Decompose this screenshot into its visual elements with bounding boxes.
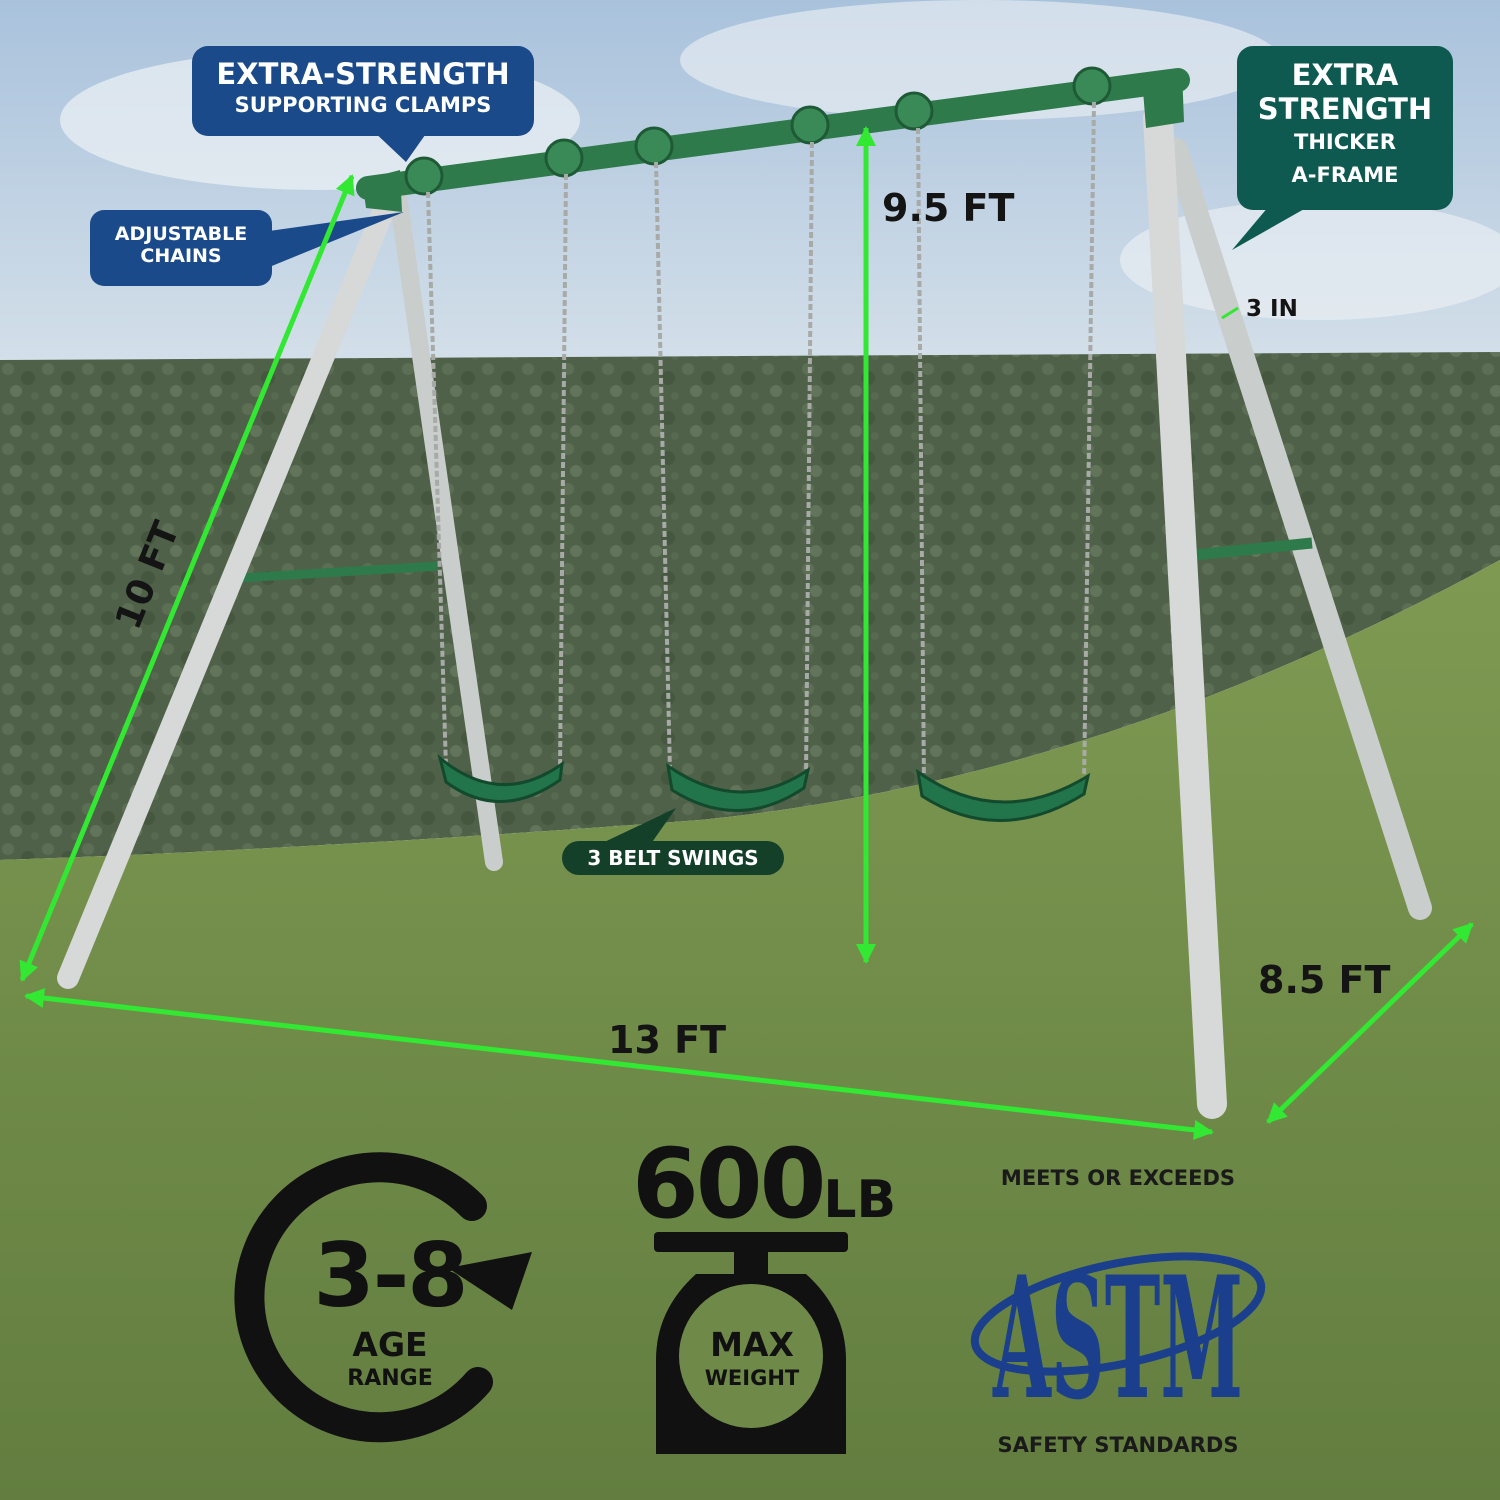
scale-icon: [654, 1232, 848, 1454]
depth-label: 8.5 FT: [1258, 958, 1391, 1002]
astm-bottom-text: SAFETY STANDARDS: [997, 1433, 1239, 1457]
back-left-leg: [389, 187, 503, 871]
astm-ring: [970, 1252, 1266, 1376]
width-arrow: [24, 988, 1214, 1140]
belt-swing-seat: [915, 768, 1091, 822]
astm-top-text: MEETS OR EXCEEDS: [1000, 1166, 1236, 1190]
weight-sub-label: WEIGHT: [704, 1366, 800, 1390]
age-sub-label: RANGE: [347, 1366, 433, 1391]
circular-arrow-icon: [234, 1152, 532, 1443]
astm-logo: ASTM: [992, 1239, 1243, 1432]
clamps-callout-line2: SUPPORTING CLAMPS: [234, 93, 492, 118]
aframe-callout-line3: THICKER: [1294, 130, 1396, 155]
aframe-callout-line4: A-FRAME: [1291, 162, 1399, 187]
age-range-value: 3-8: [313, 1224, 469, 1327]
right-brace: [1183, 537, 1313, 562]
hedge-wall: [0, 352, 1500, 860]
weight-unit: LB: [823, 1170, 897, 1230]
dimension-arrows: [19, 126, 1474, 1140]
chains-callout: ADJUSTABLE CHAINS: [90, 210, 272, 286]
weight-label: MAX: [710, 1325, 794, 1364]
max-weight-value: 600LB: [632, 1128, 896, 1240]
front-right-leg: [1143, 103, 1227, 1119]
chains-callout-line2: CHAINS: [140, 244, 222, 267]
age-label: AGE: [352, 1325, 428, 1364]
right-bracket: [1142, 70, 1184, 128]
astm-logo-text: ASTM: [992, 1239, 1243, 1432]
top-bar: [356, 68, 1190, 200]
width-label: 13 FT: [608, 1018, 726, 1062]
belt-swing-seat: [437, 753, 564, 803]
belts-callout-pointer: [596, 808, 676, 848]
swing-chains: [426, 101, 1096, 785]
aframe-callout-pointer: [1232, 200, 1320, 250]
clamps-callout-pointer: [370, 128, 430, 162]
weight-number: 600: [632, 1128, 826, 1240]
belts-callout: 3 BELT SWINGS: [562, 841, 784, 875]
tube-diameter-label: 3 IN: [1246, 296, 1298, 322]
chains-callout-line1: ADJUSTABLE: [114, 223, 248, 245]
clamps-callout-line1: EXTRA-STRENGTH: [216, 57, 510, 91]
left-bracket: [362, 170, 402, 212]
clamps-callout: EXTRA-STRENGTH SUPPORTING CLAMPS: [192, 46, 534, 136]
height-label: 9.5 FT: [882, 186, 1015, 230]
aframe-callout-line1: EXTRA: [1291, 58, 1399, 92]
depth-arrow: [1266, 922, 1474, 1124]
aframe-callout: EXTRA STRENGTH THICKER A-FRAME: [1237, 46, 1453, 210]
back-right-leg: [1164, 138, 1432, 920]
tube-arrow: [1221, 306, 1239, 320]
aframe-callout-line2: STRENGTH: [1257, 92, 1433, 127]
belt-swing-seat: [665, 762, 811, 812]
leg-length-arrow: [19, 174, 355, 982]
